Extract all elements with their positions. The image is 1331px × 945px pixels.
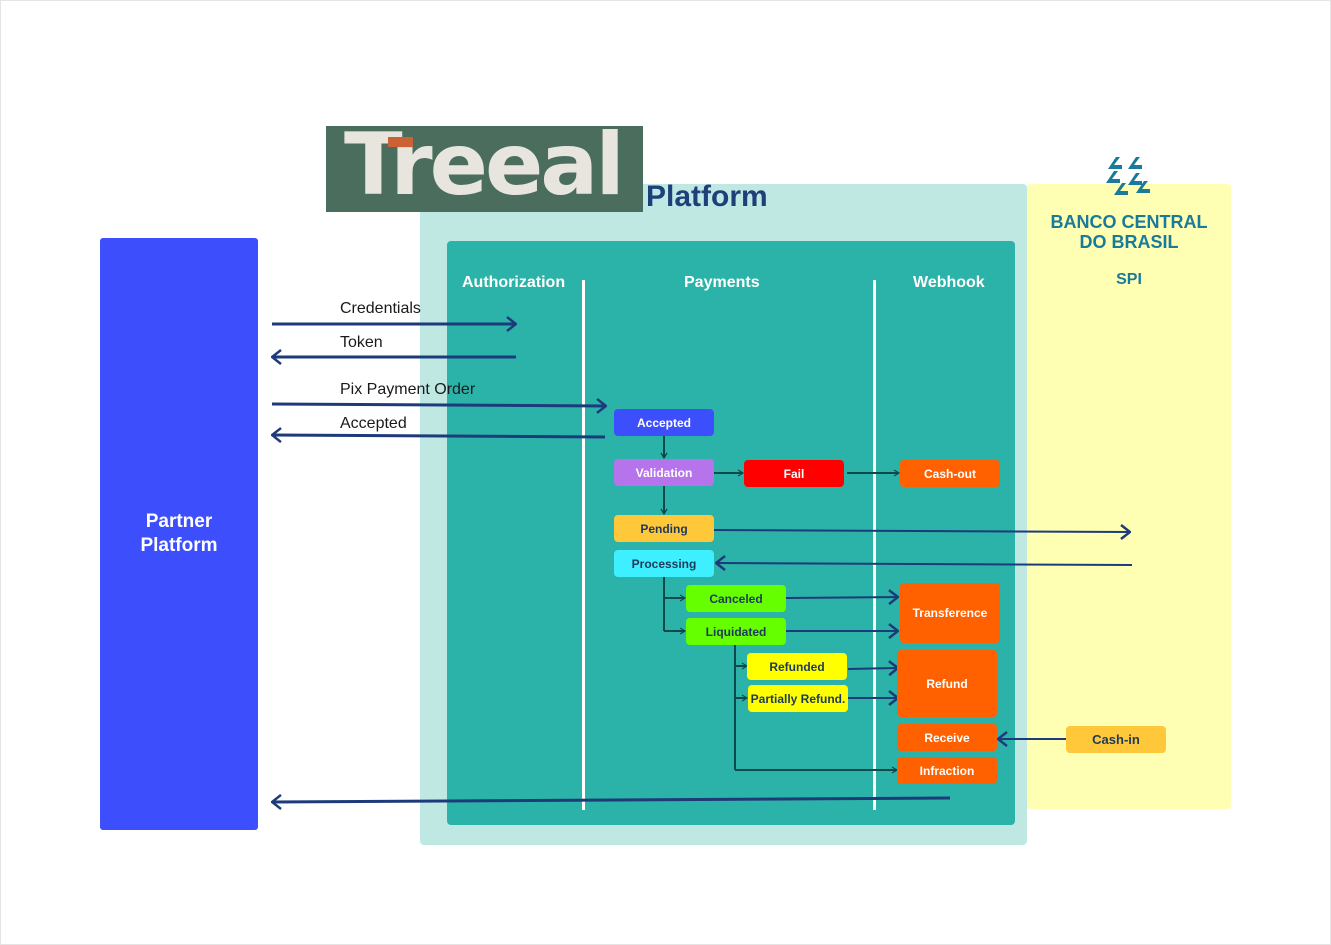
message-credentials: Credentials [340,300,421,317]
column-header-payments: Payments [684,274,760,291]
spi-label: SPI [1116,271,1142,288]
column-divider-1 [582,280,585,810]
state-processing: Processing [614,550,714,577]
webhook-receive: Receive [897,724,997,751]
arrow-pending-to-spi [713,530,1130,532]
arrow-accepted-response [272,435,606,437]
treeal-logo: Treeal [326,122,643,212]
column-header-webhook: Webhook [913,274,985,291]
message-pix-payment-order: Pix Payment Order [340,381,476,398]
partner-platform-block: Partner Platform [100,238,258,830]
state-liquidated: Liquidated [686,618,786,645]
state-accepted: Accepted [614,409,714,436]
column-header-authorization: Authorization [462,274,566,291]
message-token: Token [340,334,383,351]
bcb-logo-icon [1106,157,1150,195]
partner-label-line2: Platform [140,535,218,556]
arrow-pix-payment-order [271,404,606,406]
platform-title: Platform [646,180,768,213]
column-divider-2 [873,280,876,810]
state-validation: Validation [614,459,714,486]
treeal-logo-accent [388,137,413,147]
arrow-canceled-to-transference [785,597,898,598]
partner-label-line1: Partner [145,511,213,532]
message-accepted: Accepted [340,415,407,432]
state-partially-refunded: Partially Refund. [748,685,848,712]
central-bank-container [1027,184,1231,809]
state-pending: Pending [614,515,714,542]
webhook-infraction: Infraction [897,757,997,784]
central-bank-name-line1: BANCO CENTRAL [1050,212,1208,232]
state-canceled: Canceled [686,585,786,612]
webhook-transference: Transference [900,583,1000,643]
webhook-refund: Refund [897,650,997,717]
treeal-logo-text: Treeal [344,115,625,215]
webhook-cash-out: Cash-out [900,460,1000,487]
spi-cash-in: Cash-in [1066,726,1166,753]
arrow-webhook-to-partner [272,798,951,802]
arrow-refunded-to-refund [847,668,898,669]
state-refunded: Refunded [747,653,847,680]
central-bank-name-line2: DO BRASIL [1079,232,1179,252]
central-bank-name: BANCO CENTRAL DO BRASIL [1035,212,1223,252]
state-fail: Fail [744,460,844,487]
arrow-spi-to-processing [716,563,1133,565]
